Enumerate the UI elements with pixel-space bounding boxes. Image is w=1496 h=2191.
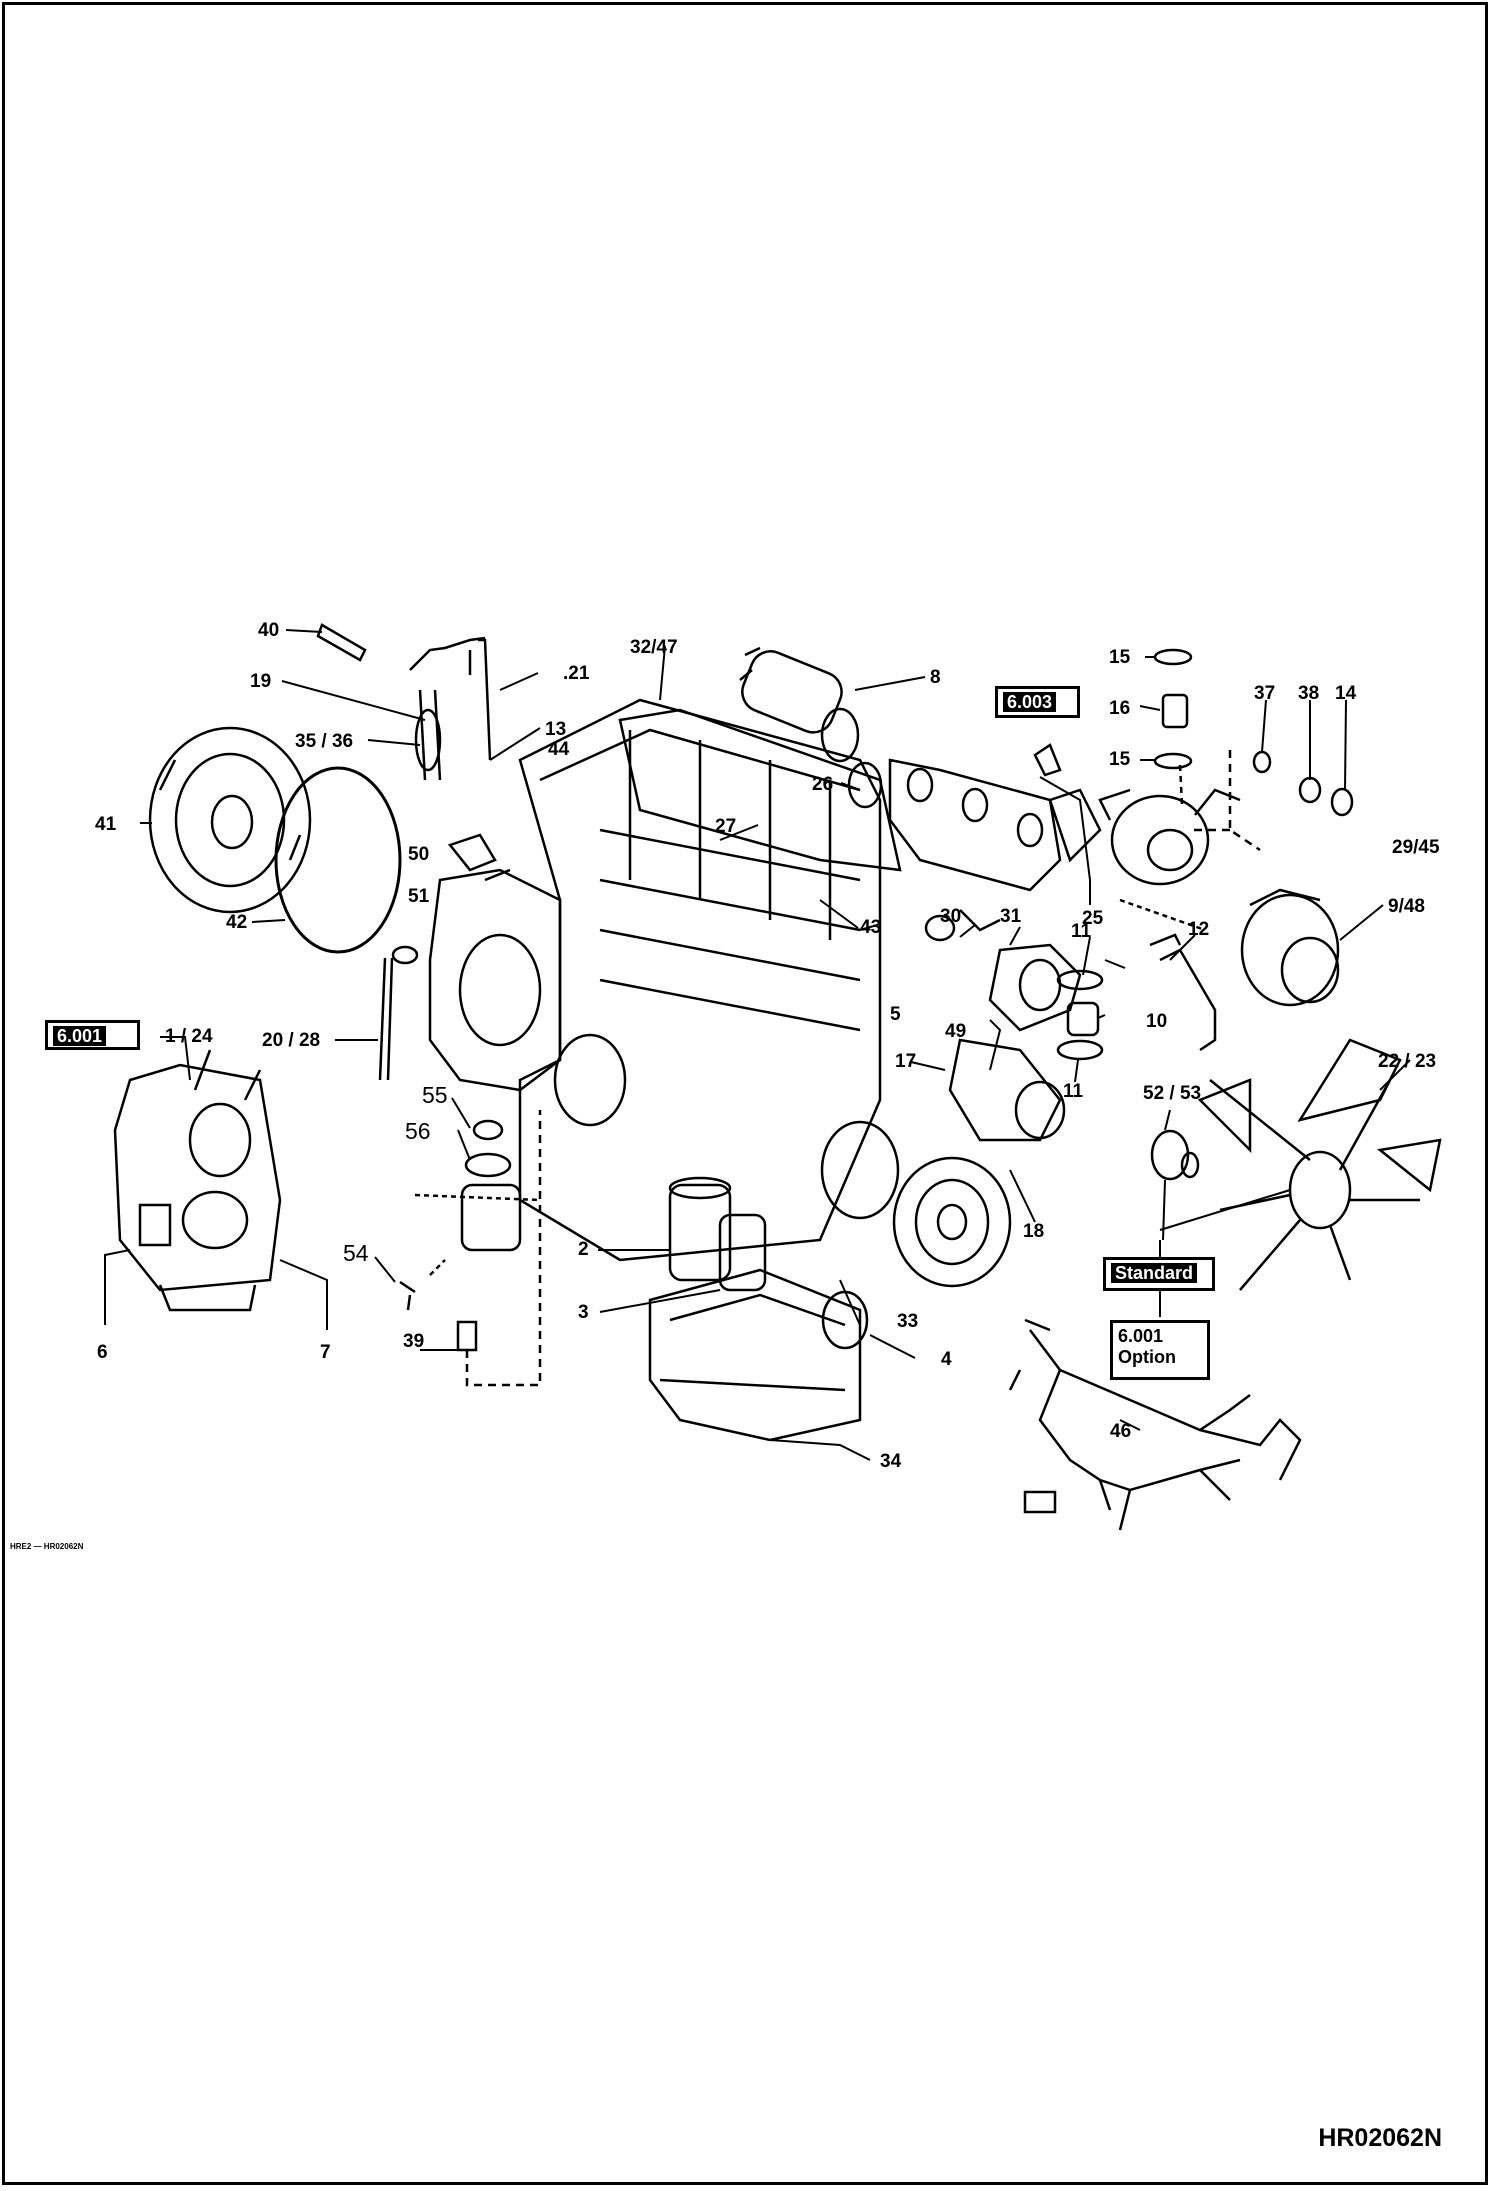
callout-3: 3 (578, 1302, 589, 1323)
callout-4: 4 (941, 1349, 952, 1370)
callout-19: 19 (250, 671, 272, 692)
callout-11-top: 11 (1071, 921, 1092, 942)
callout-8: 8 (930, 667, 941, 688)
callout-39: 39 (403, 1331, 425, 1352)
callout-22-23: 22 / 23 (1378, 1051, 1437, 1072)
callout-44: 44 (548, 739, 570, 760)
option-box[interactable]: 6.001 Option (1110, 1320, 1210, 1380)
callout-15-top: 15 (1109, 647, 1131, 668)
reference-box-6001-top[interactable]: 6.001 (45, 1020, 140, 1050)
callout-42: 42 (226, 912, 248, 933)
callout-52-53: 52 / 53 (1143, 1083, 1202, 1104)
flywheel-part (148, 726, 312, 914)
standard-box[interactable]: Standard (1103, 1257, 1215, 1291)
oil-filter-part (668, 1183, 732, 1282)
callout-29-45: 29/45 (1392, 837, 1440, 858)
callout-1-24: 1 / 24 (165, 1026, 213, 1047)
callout-46: 46 (1110, 1421, 1132, 1442)
callout-26: 26 (812, 774, 834, 795)
callout-51: 51 (408, 886, 430, 907)
callout-21: .21 (563, 663, 590, 684)
callout-32-47: 32/47 (630, 637, 678, 658)
alternator-part (1240, 888, 1340, 1007)
valve-cover-part (618, 708, 902, 872)
wiring-harness-part (1008, 1318, 1302, 1531)
cooling-fan-part (1197, 1038, 1442, 1291)
standard-box-text: Standard (1111, 1263, 1198, 1283)
reference-box-6001-top-text: 6.001 (53, 1026, 107, 1046)
callout-56: 56 (405, 1118, 431, 1144)
callout-35-36: 35 / 36 (295, 731, 354, 752)
callout-10: 10 (1146, 1011, 1168, 1032)
callout-6: 6 (97, 1342, 108, 1363)
callout-14: 14 (1335, 683, 1357, 704)
option-box-number: 6.001 (1118, 1326, 1164, 1346)
callout-18: 18 (1023, 1221, 1045, 1242)
callout-17: 17 (895, 1051, 917, 1072)
starter-motor-part (739, 646, 860, 763)
callout-34: 34 (880, 1451, 902, 1472)
callout-31: 31 (1000, 906, 1022, 927)
engine-overview-part (113, 1049, 282, 1312)
pulley-part (892, 1156, 1012, 1288)
callout-33: 33 (897, 1311, 919, 1332)
callout-43: 43 (860, 917, 882, 938)
callout-50: 50 (408, 844, 430, 865)
reference-box-6003[interactable]: 6.003 (995, 686, 1080, 718)
option-box-text: Option (1118, 1346, 1176, 1367)
callout-55: 55 (422, 1082, 448, 1108)
callout-25: 25 (1082, 908, 1104, 929)
callout-5: 5 (890, 1004, 901, 1025)
callout-2: 2 (578, 1239, 589, 1260)
callout-12: 12 (1188, 919, 1210, 940)
callout-9-48: 9/48 (1388, 896, 1425, 917)
callout-41: 41 (95, 814, 117, 835)
footnote-text: HRE2 — HR02062N (10, 1542, 84, 1551)
callout-30: 30 (940, 906, 962, 927)
callout-13: 13 (545, 719, 567, 740)
callout-54: 54 (343, 1240, 369, 1266)
callout-7: 7 (320, 1342, 331, 1363)
callout-27: 27 (715, 816, 737, 837)
callout-40: 40 (258, 620, 280, 641)
ring-gasket-part (274, 766, 402, 954)
callout-37: 37 (1254, 683, 1276, 704)
callout-49: 49 (945, 1021, 967, 1042)
reference-box-6003-text: 6.003 (1003, 692, 1057, 712)
callout-20-28: 20 / 28 (262, 1030, 321, 1051)
oil-pan-part (648, 1268, 862, 1442)
callout-38: 38 (1298, 683, 1320, 704)
callout-16: 16 (1109, 698, 1131, 719)
callout-11-bottom: 11 (1063, 1081, 1084, 1102)
turbocharger-part (1098, 788, 1241, 886)
figure-code: HR02062N (1318, 2124, 1442, 2152)
exhaust-manifold-part (888, 758, 1062, 892)
callout-15-bottom: 15 (1109, 749, 1131, 770)
